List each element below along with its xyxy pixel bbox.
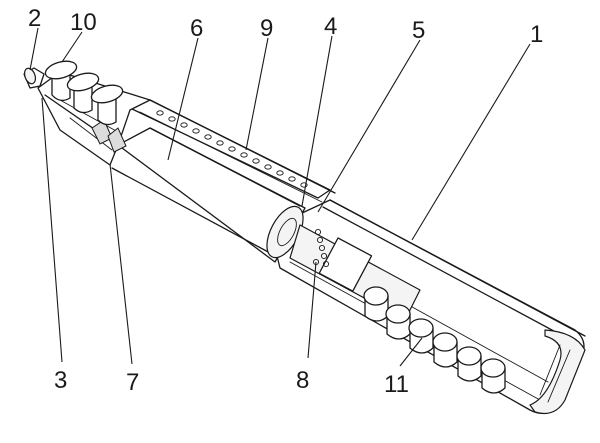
callout-1: 1	[530, 21, 543, 48]
callout-11: 11	[384, 371, 409, 398]
leader-9	[245, 37, 269, 151]
callout-3: 3	[54, 367, 67, 394]
callout-4: 4	[324, 13, 337, 40]
front-button	[432, 332, 458, 368]
top-knob	[90, 84, 124, 126]
callout-10: 10	[70, 9, 97, 36]
leader-11	[399, 337, 423, 367]
leader-10	[61, 31, 83, 63]
front-button	[456, 346, 482, 382]
callout-2: 2	[28, 5, 41, 32]
leader-4	[301, 35, 333, 207]
callouts: 2 10 6 9 4 5 1 3 7 8 11	[28, 5, 543, 398]
front-button	[408, 318, 434, 354]
led-indicators	[312, 228, 330, 268]
front-button	[363, 286, 389, 322]
leader-3	[41, 97, 63, 363]
top-knobs	[44, 60, 124, 126]
rail-holes	[156, 110, 308, 188]
top-knob	[66, 72, 100, 114]
front-button	[385, 304, 411, 340]
callout-6: 6	[190, 15, 203, 42]
housing-body	[269, 199, 586, 415]
callout-8: 8	[296, 367, 309, 394]
tip	[23, 67, 45, 89]
leader-5	[317, 39, 421, 213]
leader-lines	[29, 27, 531, 367]
front-button	[480, 358, 506, 394]
leader-8	[307, 261, 317, 359]
leader-1	[411, 43, 531, 241]
leader-7	[109, 163, 133, 365]
callout-5: 5	[412, 17, 425, 44]
front-buttons	[363, 286, 506, 394]
callout-7: 7	[126, 369, 139, 396]
leader-2	[29, 27, 39, 71]
top-knob	[44, 60, 78, 102]
leader-6	[167, 37, 199, 161]
callout-9: 9	[260, 15, 273, 42]
cylinder-body	[111, 127, 306, 263]
